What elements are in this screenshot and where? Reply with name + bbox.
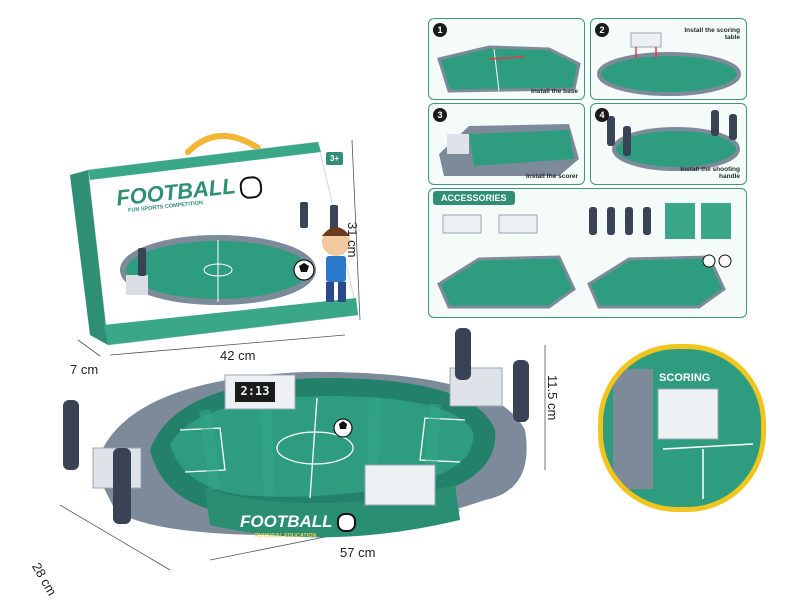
accessories-title: ACCESSORIES [433,191,515,205]
step-1-illustration [437,45,581,93]
box-depth-label: 7 cm [70,362,99,377]
product-box: FOOTBALL FUN SPORTS COMPETITION 3+ [68,130,368,360]
scoring-callout: SCORING [598,344,766,512]
step-4-illustration [607,110,740,171]
step-number-1: 1 [433,23,447,37]
toy-subtitle: PHYSICAL EDUCATION [255,533,317,539]
step-card-3: 3 Install the scorer [428,103,585,185]
step-caption-4: Install the shooting handle [680,165,740,180]
step-number-4: 4 [595,108,609,122]
accessories-card: ACCESSORIES [428,188,747,318]
accessories-illustration [437,203,732,309]
box-illustration [70,133,359,346]
age-badge: 3+ [326,152,344,165]
toy-ball-icon [337,513,356,533]
step-caption-2: Install the scoring table [684,27,740,42]
main-toy: 2:13 FOOTBALL PHYSICAL EDUCATION [55,320,545,550]
toy-brand-text: FOOTBALL [240,512,333,531]
toy-height-label: 11.5 cm [545,375,560,421]
step-card-2: 2 Install the scoring table [590,18,747,100]
step-card-1: 1 Install the base [428,18,585,100]
step-3-illustration [439,124,579,176]
toy-length-label: 57 cm [340,545,376,560]
scoring-label: SCORING [655,371,715,385]
scoring-detail-illustration [603,369,761,507]
step-caption-3: Install the scorer [525,172,578,180]
step-number-2: 2 [595,23,609,37]
step-card-4: 4 Install the shooting handle [590,103,747,185]
toy-table-illustration [63,328,529,538]
scoreboard-display: 2:13 [240,384,270,398]
step-number-3: 3 [433,108,447,122]
step-2-illustration [597,32,741,96]
step-caption-1: Install the base [531,87,578,95]
toy-brand-logo: FOOTBALL [240,512,356,533]
box-width-label: 42 cm [220,348,256,363]
